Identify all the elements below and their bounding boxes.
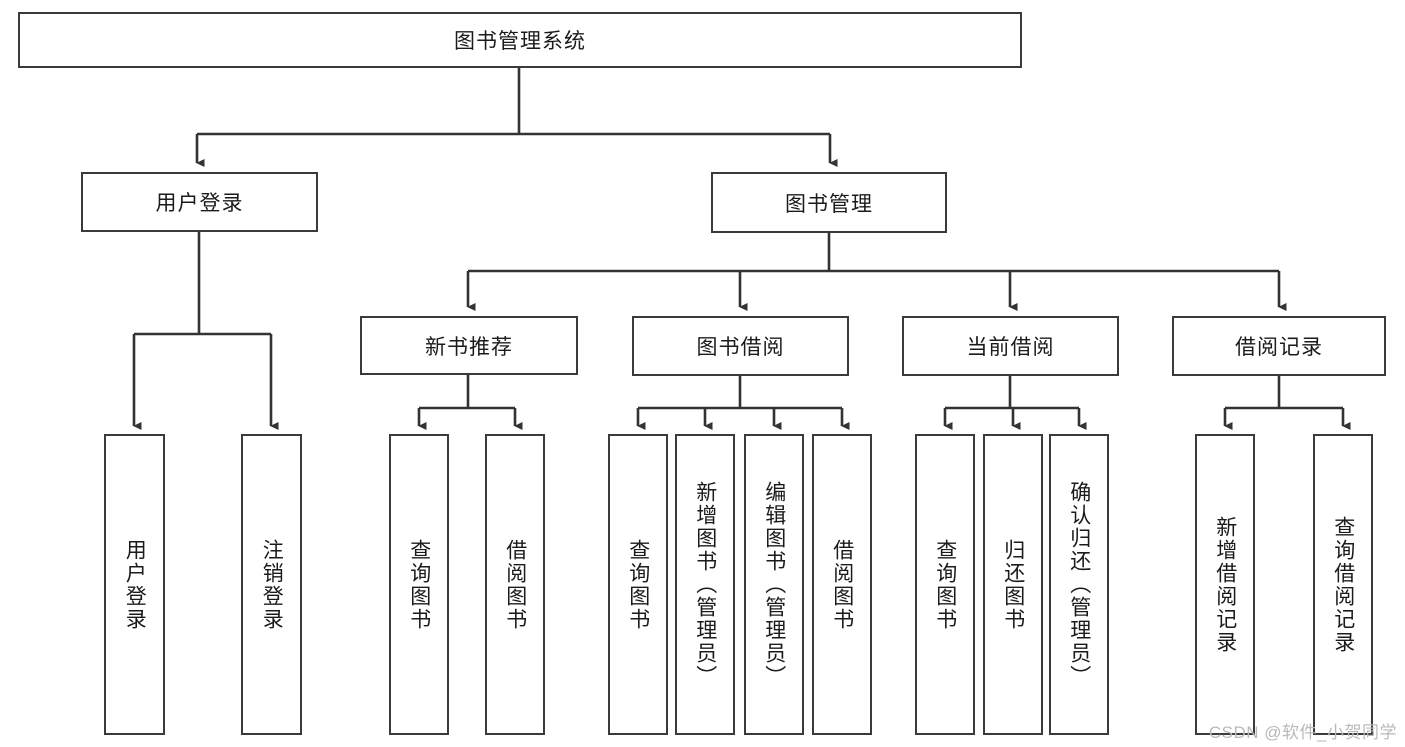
node-leaf-add-book[interactable]: 新增图书（管理员） (675, 434, 735, 735)
node-leaf-query-book-2-label: 查询图书 (626, 538, 650, 631)
node-leaf-borrow-book-1-label: 借阅图书 (503, 538, 527, 631)
watermark-text: CSDN @软件_小贺同学 (1208, 723, 1397, 742)
node-leaf-query-book-1[interactable]: 查询图书 (389, 434, 449, 735)
node-leaf-return-book-label: 归还图书 (1001, 538, 1025, 631)
node-root[interactable]: 图书管理系统 (18, 12, 1022, 68)
node-leaf-edit-book-label: 编辑图书（管理员） (762, 481, 786, 688)
node-leaf-add-record[interactable]: 新增借阅记录 (1195, 434, 1255, 735)
node-new-book-rec-label: 新书推荐 (425, 335, 513, 359)
node-leaf-borrow-book-2[interactable]: 借阅图书 (812, 434, 872, 735)
node-leaf-query-record-label: 查询借阅记录 (1331, 515, 1355, 654)
node-leaf-borrow-book-2-label: 借阅图书 (830, 538, 854, 631)
node-leaf-confirm-return[interactable]: 确认归还（管理员） (1049, 434, 1109, 735)
node-leaf-user-login-label: 用户登录 (123, 538, 147, 631)
node-borrow-record[interactable]: 借阅记录 (1172, 316, 1386, 376)
node-book-manage[interactable]: 图书管理 (711, 172, 947, 233)
node-leaf-edit-book[interactable]: 编辑图书（管理员） (744, 434, 804, 735)
node-leaf-borrow-book-1[interactable]: 借阅图书 (485, 434, 545, 735)
node-leaf-query-record[interactable]: 查询借阅记录 (1313, 434, 1373, 735)
node-leaf-query-book-3-label: 查询图书 (933, 538, 957, 631)
node-book-borrow[interactable]: 图书借阅 (632, 316, 849, 376)
node-borrow-record-label: 借阅记录 (1235, 336, 1323, 359)
node-leaf-user-logout[interactable]: 注销登录 (241, 434, 302, 735)
node-leaf-add-book-label: 新增图书（管理员） (693, 481, 717, 688)
node-leaf-user-login[interactable]: 用户登录 (104, 434, 165, 735)
node-leaf-query-book-3[interactable]: 查询图书 (915, 434, 975, 735)
node-root-label: 图书管理系统 (454, 30, 586, 53)
node-new-book-rec[interactable]: 新书推荐 (360, 316, 578, 375)
node-leaf-return-book[interactable]: 归还图书 (983, 434, 1043, 735)
node-leaf-query-book-2[interactable]: 查询图书 (608, 434, 668, 735)
node-leaf-confirm-return-label: 确认归还（管理员） (1067, 481, 1091, 688)
node-user-login[interactable]: 用户登录 (81, 172, 318, 232)
node-book-borrow-label: 图书借阅 (696, 336, 785, 359)
node-current-borrow[interactable]: 当前借阅 (902, 316, 1119, 376)
node-leaf-add-record-label: 新增借阅记录 (1213, 515, 1237, 654)
node-current-borrow-label: 当前借阅 (966, 336, 1055, 359)
node-user-login-label: 用户登录 (155, 192, 244, 215)
node-book-manage-label: 图书管理 (785, 192, 873, 216)
node-leaf-query-book-1-label: 查询图书 (407, 538, 431, 631)
node-leaf-user-logout-label: 注销登录 (260, 538, 284, 631)
